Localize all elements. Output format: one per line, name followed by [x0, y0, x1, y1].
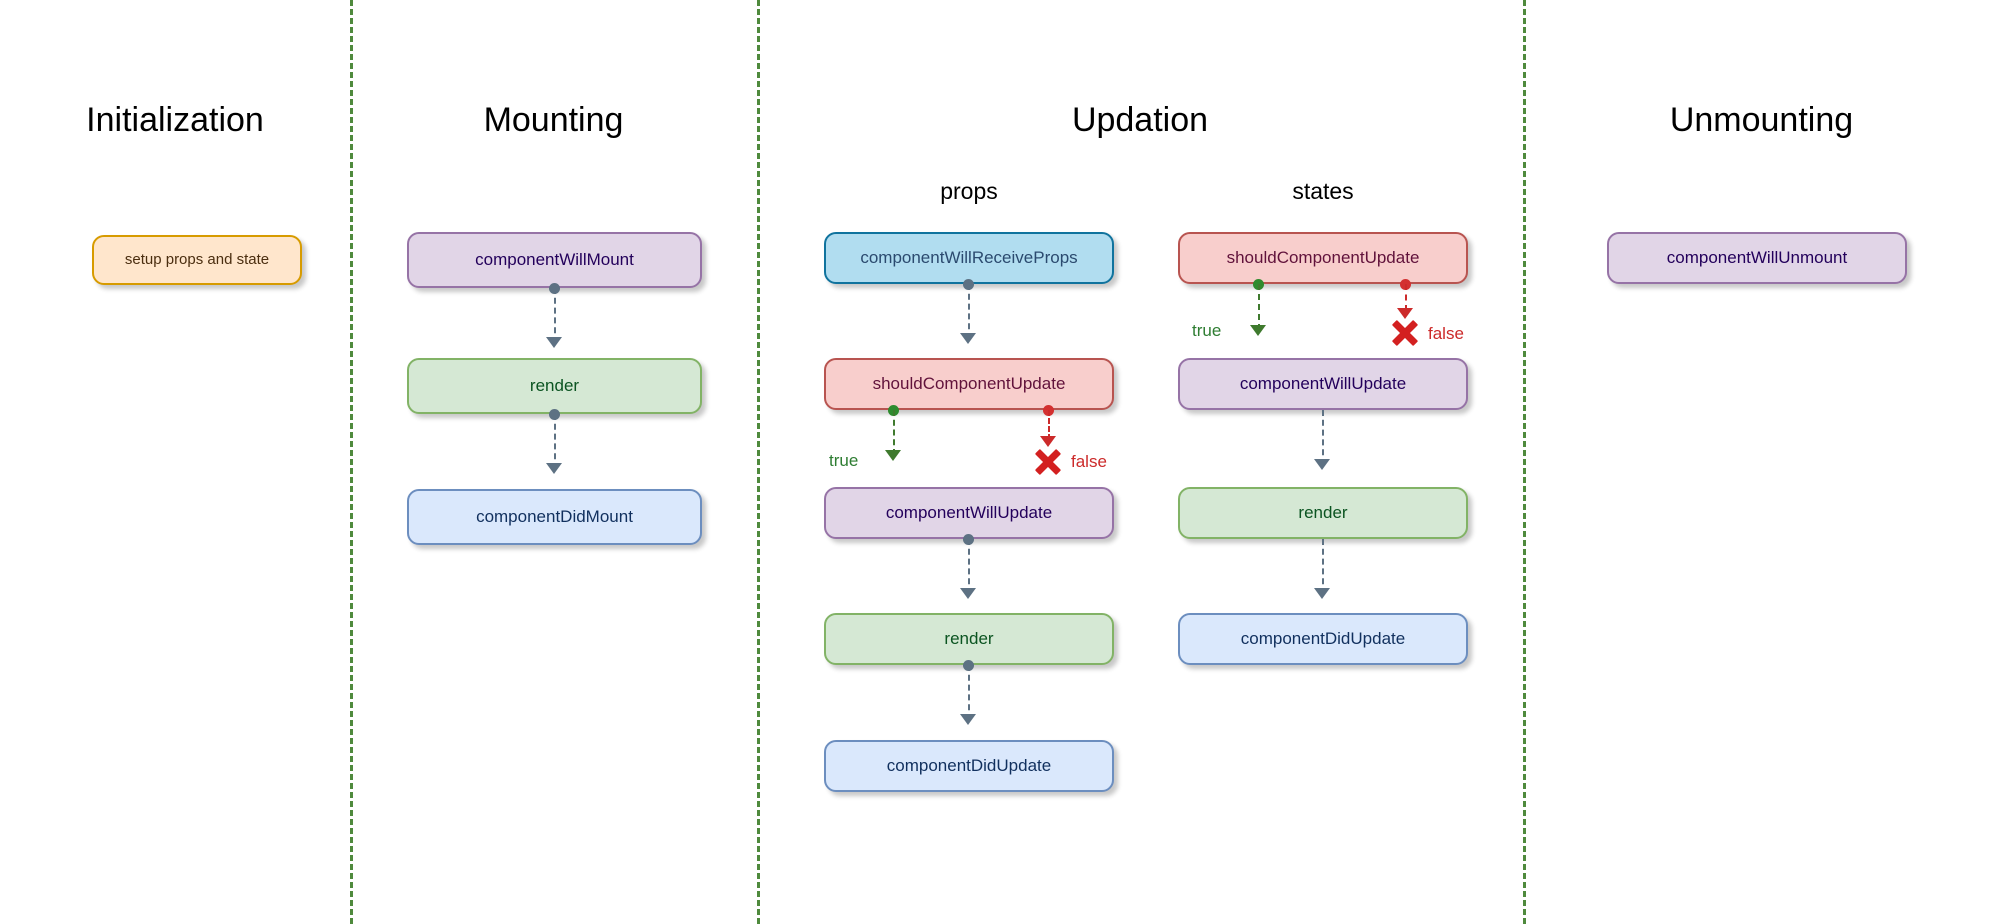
- connector-will-update-to-render-props: [968, 539, 970, 594]
- node-should-component-update-props[interactable]: shouldComponentUpdate: [824, 358, 1114, 410]
- connector-receive-props-to-scu: [968, 284, 970, 339]
- branch-label-states-false: false: [1428, 324, 1464, 343]
- connector-states-false-branch: [1405, 284, 1407, 311]
- column-title-updation: Updation: [1071, 101, 1209, 139]
- connector-will-update-to-render-states: [1322, 410, 1324, 465]
- node-render-mounting[interactable]: render: [407, 358, 702, 414]
- node-component-will-mount[interactable]: componentWillMount: [407, 232, 702, 288]
- connector-props-true-branch: [893, 410, 895, 455]
- arrowhead-icon: [960, 588, 976, 599]
- node-component-will-unmount[interactable]: componentWillUnmount: [1607, 232, 1907, 284]
- arrowhead-icon: [1314, 588, 1330, 599]
- column-divider-3: [1523, 0, 1526, 924]
- arrowhead-icon: [1397, 308, 1413, 319]
- node-render-states[interactable]: render: [1178, 487, 1468, 539]
- connector-render-to-did-update-props: [968, 665, 970, 720]
- column-divider-2: [757, 0, 760, 924]
- arrowhead-icon: [546, 337, 562, 348]
- x-mark-icon: [1033, 447, 1063, 477]
- arrowhead-icon: [885, 450, 901, 461]
- column-title-mounting: Mounting: [483, 101, 624, 139]
- connector-states-true-branch: [1258, 284, 1260, 330]
- connector-will-mount-to-render: [554, 288, 556, 343]
- node-component-will-update-props[interactable]: componentWillUpdate: [824, 487, 1114, 539]
- column-divider-1: [350, 0, 353, 924]
- arrowhead-icon: [1250, 325, 1266, 336]
- subcolumn-title-states: states: [1292, 178, 1354, 204]
- node-render-props[interactable]: render: [824, 613, 1114, 665]
- node-component-will-update-states[interactable]: componentWillUpdate: [1178, 358, 1468, 410]
- node-component-did-update-props[interactable]: componentDidUpdate: [824, 740, 1114, 792]
- connector-render-to-did-update-states: [1322, 539, 1324, 594]
- node-component-will-receive-props[interactable]: componentWillReceiveProps: [824, 232, 1114, 284]
- branch-label-props-true: true: [829, 451, 859, 470]
- connector-props-false-branch: [1048, 410, 1050, 440]
- x-mark-icon: [1390, 318, 1420, 348]
- subcolumn-title-props: props: [940, 178, 998, 204]
- node-setup-props-and-state[interactable]: setup props and state: [92, 235, 302, 285]
- branch-label-props-false: false: [1071, 452, 1107, 471]
- arrowhead-icon: [1040, 436, 1056, 447]
- node-component-did-mount[interactable]: componentDidMount: [407, 489, 702, 545]
- arrowhead-icon: [960, 714, 976, 725]
- arrowhead-icon: [1314, 459, 1330, 470]
- arrowhead-icon: [960, 333, 976, 344]
- node-should-component-update-states[interactable]: shouldComponentUpdate: [1178, 232, 1468, 284]
- arrowhead-icon: [546, 463, 562, 474]
- branch-label-states-true: true: [1192, 321, 1222, 340]
- column-title-initialization: Initialization: [86, 101, 264, 139]
- connector-render-to-did-mount: [554, 414, 556, 469]
- column-title-unmounting: Unmounting: [1669, 101, 1854, 139]
- node-component-did-update-states[interactable]: componentDidUpdate: [1178, 613, 1468, 665]
